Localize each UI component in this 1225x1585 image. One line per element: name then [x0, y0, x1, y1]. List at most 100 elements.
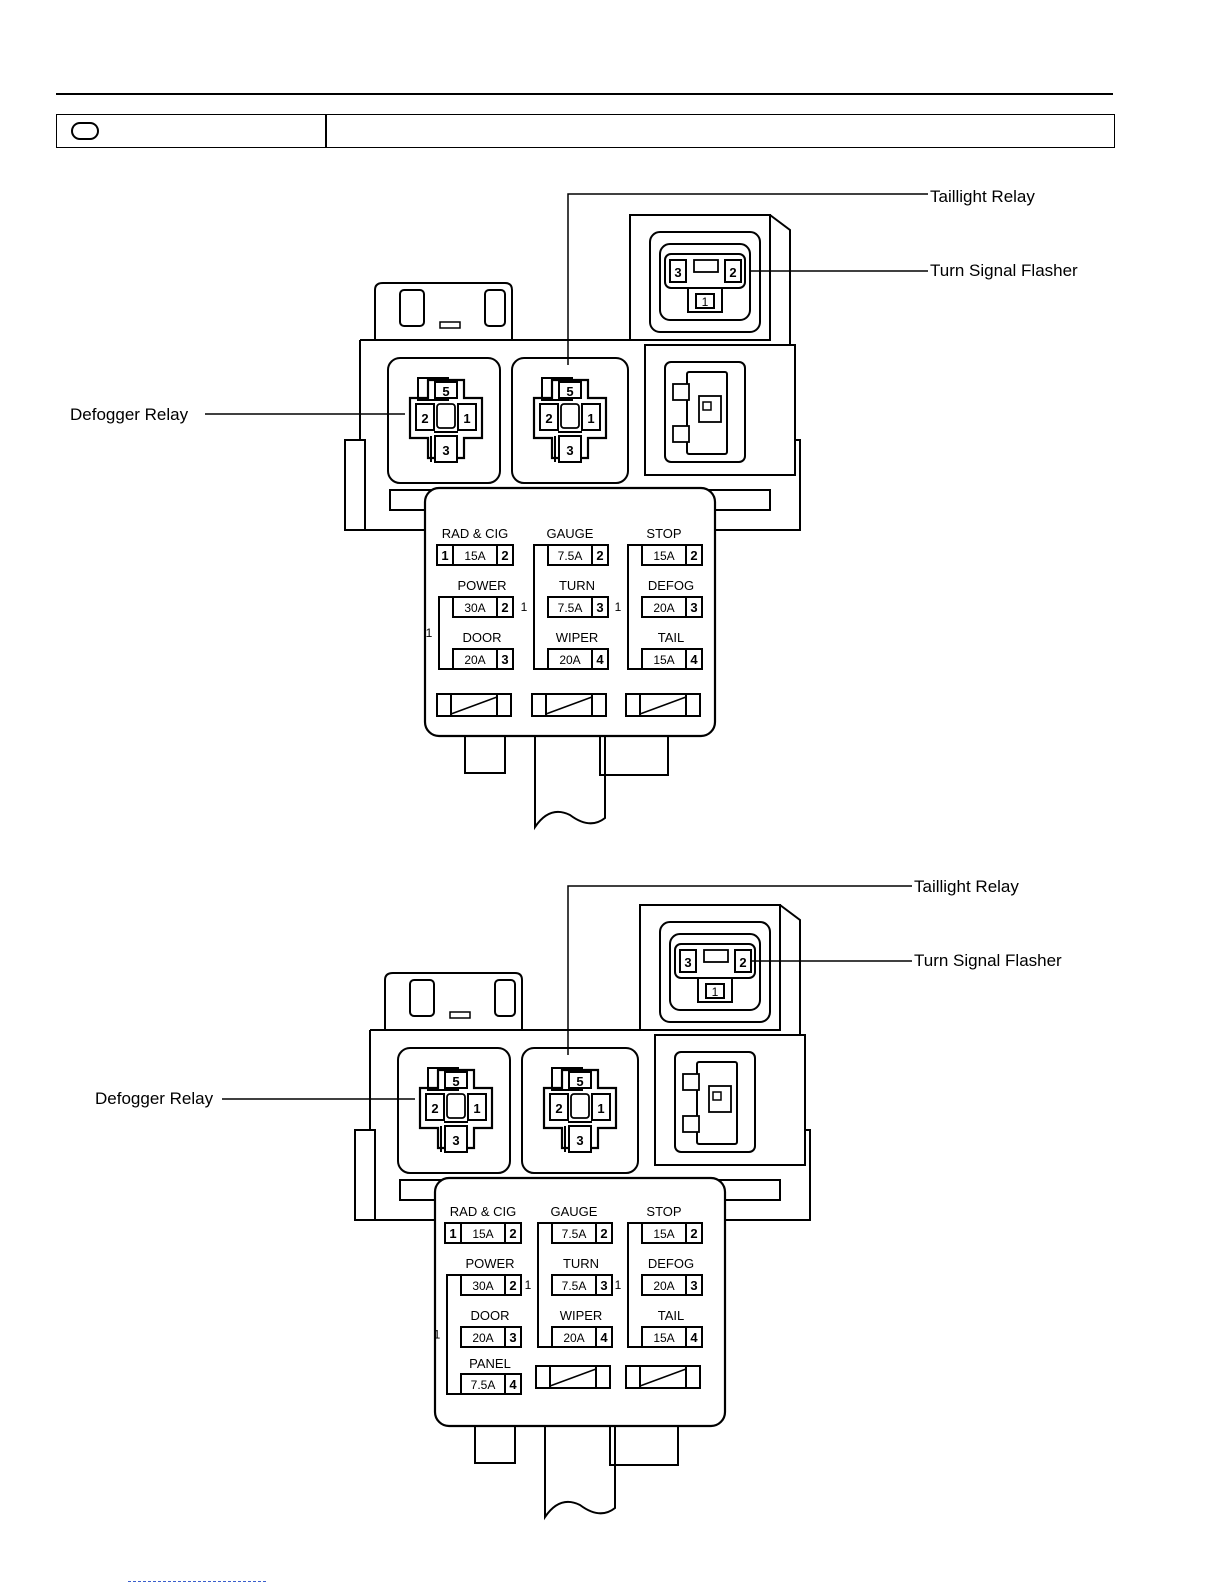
harness-right [599, 736, 669, 776]
fuse-name: WIPER [560, 1308, 603, 1323]
relay-body [418, 1068, 494, 1150]
relay-pin-left-box [539, 403, 559, 431]
fuse-name: TURN [559, 578, 595, 593]
fuse-name: RAD & CIG [450, 1204, 516, 1219]
flasher-pin-left: 3 [684, 955, 691, 970]
top-mount [384, 972, 523, 1030]
relay-body [542, 1068, 618, 1150]
fuse-name: RAD & CIG [442, 526, 508, 541]
taillight-leader-a [567, 193, 928, 365]
left-flange [344, 439, 366, 531]
callout-defogger-relay-b: Defogger Relay [95, 1089, 214, 1108]
relay-pin-bottom-box [568, 1125, 592, 1153]
fuse-bus-bar [446, 1274, 461, 1395]
relay-pin-bottom: 3 [452, 1133, 459, 1148]
fuse-common-pin: 1 [441, 548, 448, 563]
relay-pin-left-box [415, 403, 435, 431]
connector-latch-bottom [672, 425, 690, 443]
fuse-name: DOOR [463, 630, 502, 645]
flasher-pin-left-box [669, 259, 687, 283]
fuse-pin: 3 [600, 1278, 607, 1293]
flasher-pin-right: 2 [739, 955, 746, 970]
relay-pin-bottom: 3 [442, 443, 449, 458]
relay-pin-right: 1 [473, 1101, 480, 1116]
spare-fuse-slash [639, 1368, 687, 1387]
fuse-pin: 2 [501, 600, 508, 615]
relay-pin-left-box [425, 1093, 445, 1121]
fuse-bus-bar [438, 596, 453, 670]
fuse-amp: 7.5A [471, 1378, 496, 1392]
fuse-bus-bar [627, 544, 642, 670]
fuse-amp: 20A [563, 1331, 584, 1345]
fuse-common-pin: 1 [449, 1226, 456, 1241]
top-mount [374, 282, 513, 340]
fuse-pin: 2 [690, 548, 697, 563]
fuse-name: GAUGE [551, 1204, 598, 1219]
spare-fuse-slash [545, 696, 593, 715]
fuse-amp: 7.5A [562, 1279, 587, 1293]
bottom-link[interactable] [128, 1581, 266, 1582]
fuse-pin: 2 [600, 1226, 607, 1241]
spare-fuse-slash [450, 696, 498, 715]
fuse-amp: 20A [472, 1331, 493, 1345]
top-rule [56, 93, 1113, 95]
relay-body [408, 378, 484, 460]
connector-latch-top [682, 1073, 700, 1091]
fuse-turn: 7.5A 3 [551, 1274, 613, 1296]
relay-pin-bottom-box [444, 1125, 468, 1153]
callout-turn-signal-flasher-b: Turn Signal Flasher [914, 951, 1062, 970]
relay-pin-left: 2 [421, 411, 428, 426]
fuse-common-pin: 1 [434, 1328, 441, 1342]
relay-pin-right-box [457, 403, 477, 431]
fuse-bus-bar [533, 544, 548, 670]
harness-left [464, 736, 506, 774]
connector-pin [712, 1091, 722, 1101]
fuse-amp: 7.5A [558, 549, 583, 563]
spare-fuse [625, 1365, 701, 1389]
relay-pin-top-box [434, 381, 458, 399]
mount-tab-left [409, 979, 435, 1017]
mount-slot [449, 1011, 471, 1019]
spare-fuse-slash [549, 1368, 597, 1387]
fuse-pin: 2 [596, 548, 603, 563]
fuse-pin: 3 [509, 1330, 516, 1345]
callout-taillight-relay-a: Taillight Relay [930, 187, 1035, 206]
relay-pin-top: 5 [452, 1074, 459, 1089]
flasher-pin-left: 3 [674, 265, 681, 280]
fuse-common-pin: 1 [521, 600, 528, 614]
relay-pin-top-box [558, 381, 582, 399]
fuse-name: STOP [646, 1204, 681, 1219]
relay-pin-top: 5 [576, 1074, 583, 1089]
fuse-name: TAIL [658, 630, 685, 645]
fuse-amp: 30A [464, 601, 485, 615]
mount-tab-left [399, 289, 425, 327]
callout-turn-signal-flasher-a: Turn Signal Flasher [930, 261, 1078, 280]
fuse-power: 30A 2 [452, 596, 514, 618]
connector-latch-bottom [682, 1115, 700, 1133]
flasher-pin-bottom: 1 [712, 985, 719, 999]
fuse-name: WIPER [556, 630, 599, 645]
relay-center-slot [436, 403, 456, 429]
fuse-pin: 2 [509, 1226, 516, 1241]
oval-symbol-icon [71, 122, 99, 140]
fuse-bus-bar [537, 1222, 552, 1348]
callout-defogger-relay-a: Defogger Relay [70, 405, 189, 424]
relay-pin-right: 1 [587, 411, 594, 426]
